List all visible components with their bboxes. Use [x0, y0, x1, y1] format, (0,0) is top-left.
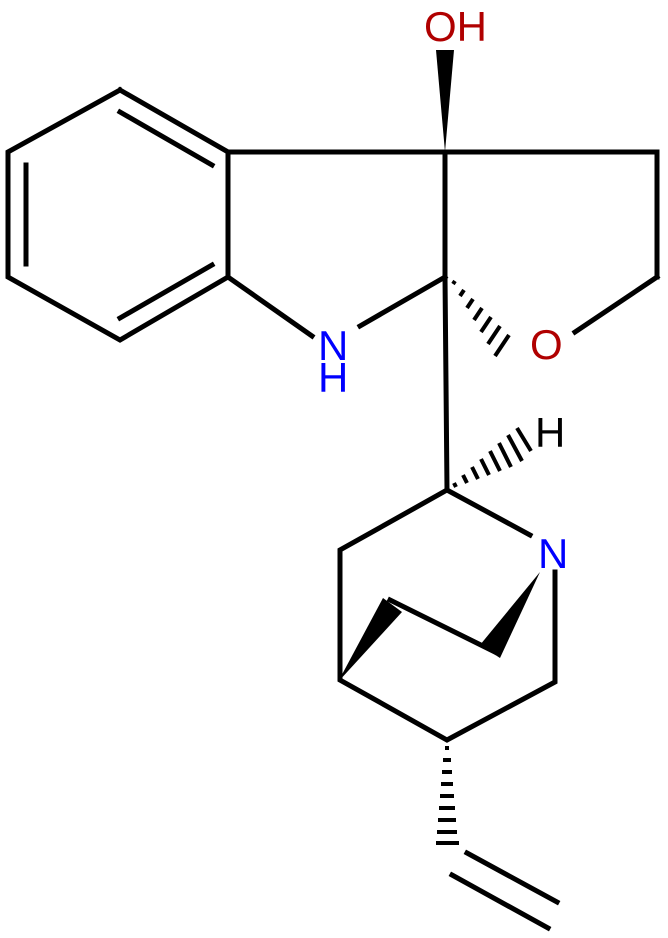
hydroxyl-label: OH — [424, 3, 487, 50]
stereo-h-label: H — [535, 409, 566, 456]
wedge-bond — [436, 50, 454, 152]
wedge-bond — [480, 572, 540, 658]
hash-bond — [436, 746, 459, 845]
ring-oxygen-label: O — [530, 321, 563, 368]
quinuclidine-n-label: N — [538, 530, 569, 577]
indoline-h-label: H — [318, 354, 349, 401]
hash-bond — [452, 426, 533, 488]
benzene-ring — [5, 86, 231, 343]
wedge-bond — [338, 598, 402, 682]
hash-bond — [451, 279, 511, 358]
indoline-n-label: N — [318, 322, 349, 369]
